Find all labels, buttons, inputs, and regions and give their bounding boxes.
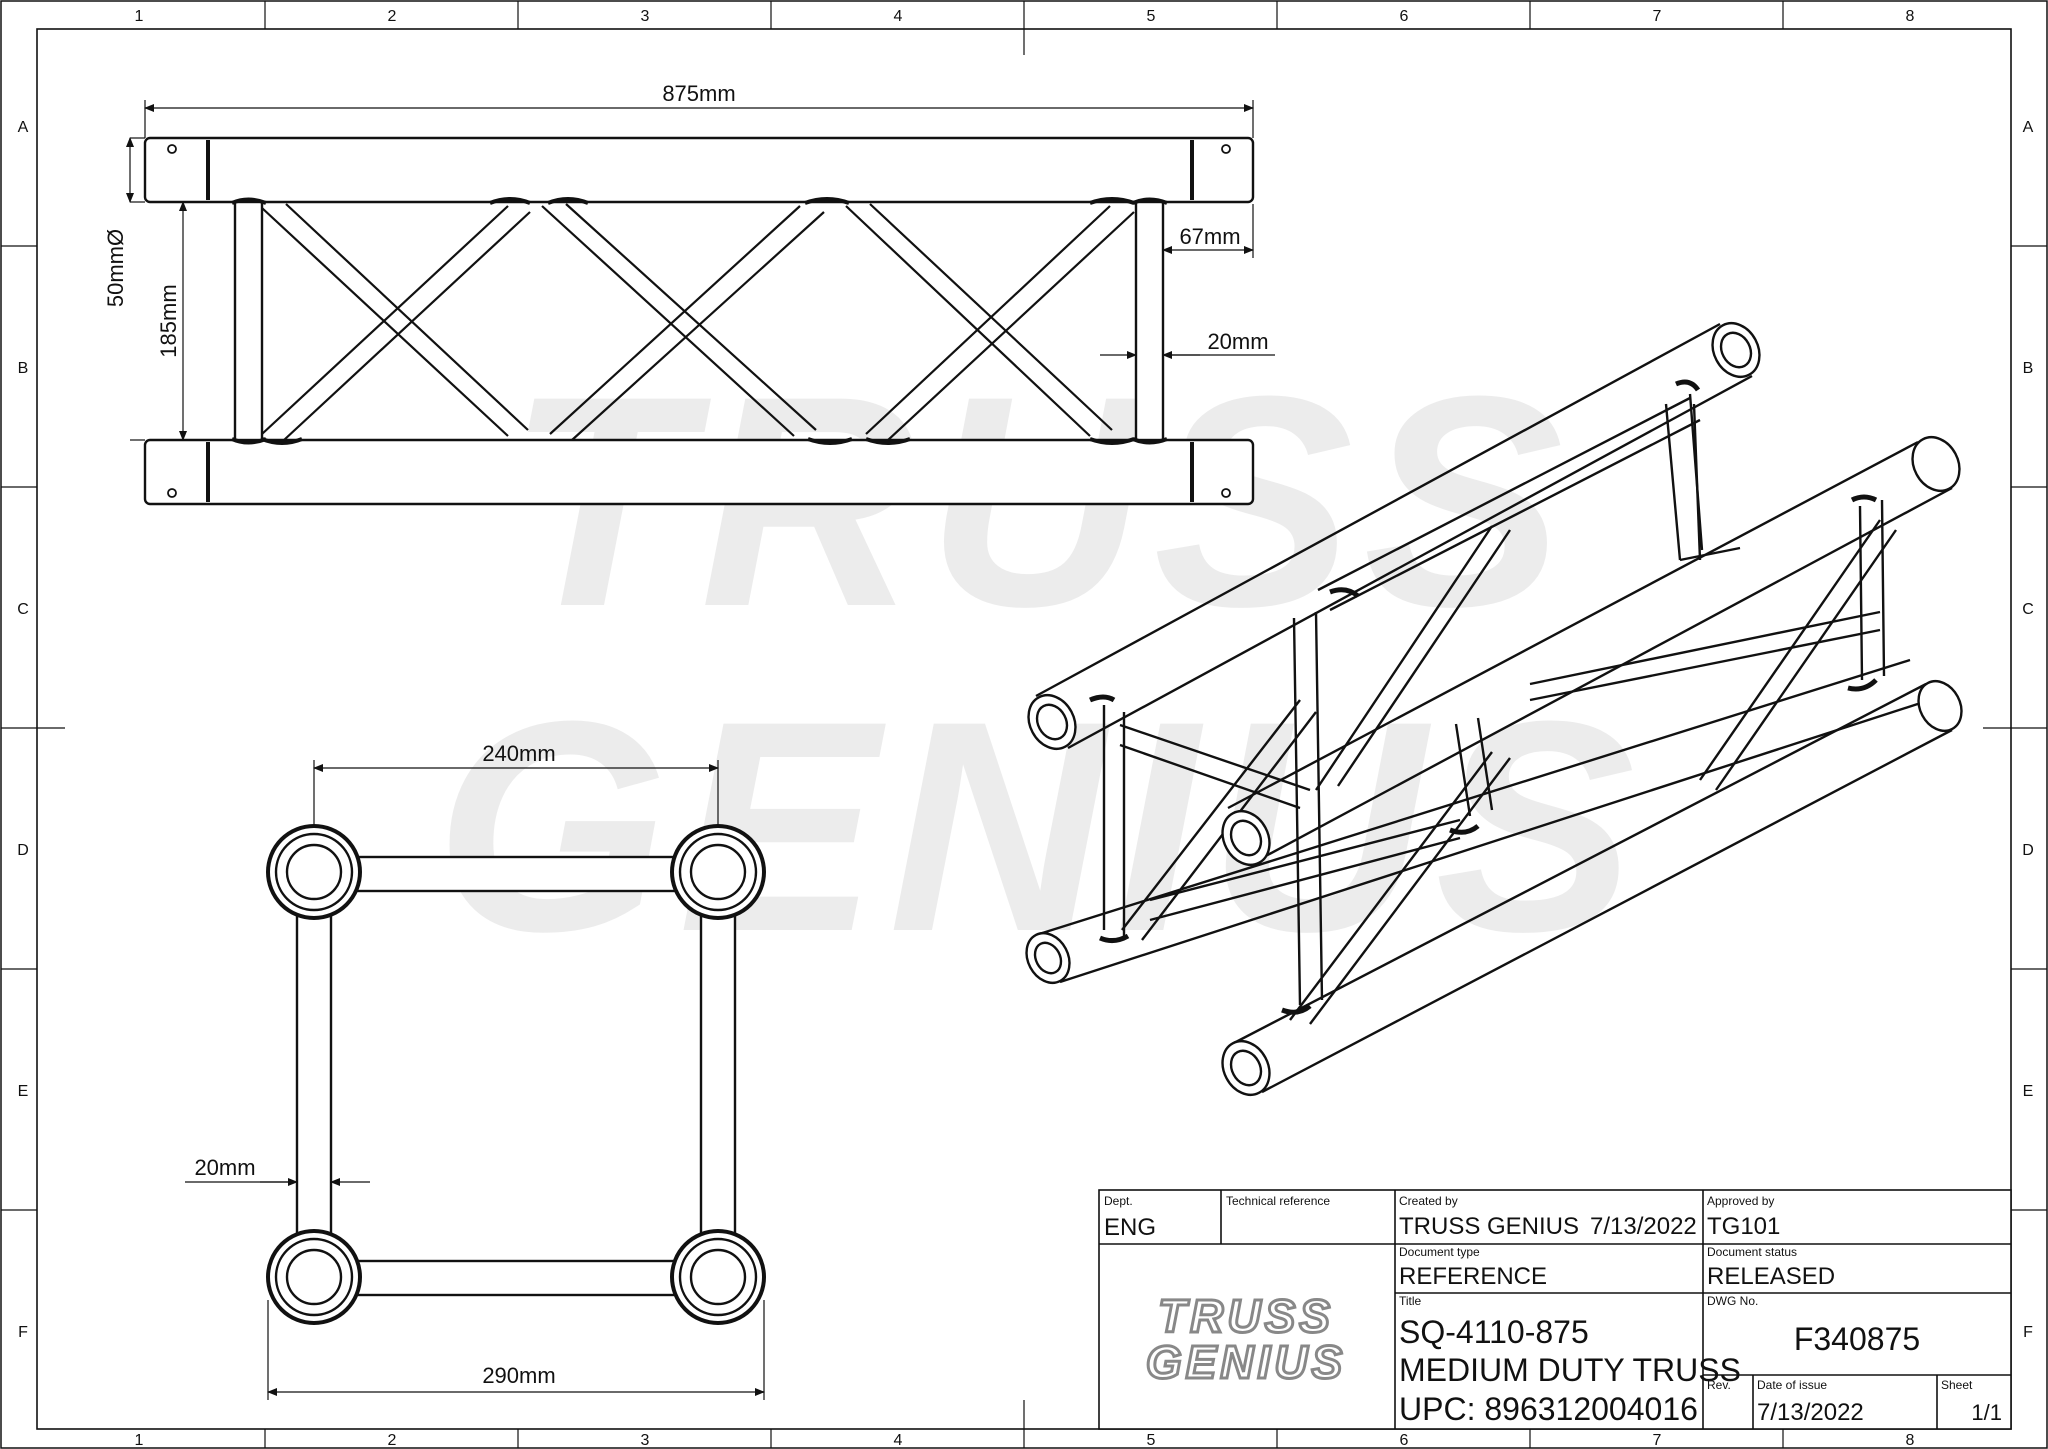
logo-line1: TRUSS xyxy=(1158,1290,1334,1342)
col-label: 7 xyxy=(1653,8,1662,25)
tech-ref-label: Technical reference xyxy=(1226,1194,1330,1208)
rev-label: Rev. xyxy=(1707,1378,1731,1392)
end-offset-label: 67mm xyxy=(1179,224,1240,249)
title-line3: UPC: 896312004016 xyxy=(1399,1391,1698,1427)
chord-spacing-label: 185mm xyxy=(156,284,181,357)
col-label: 8 xyxy=(1906,1432,1915,1449)
watermark: TRUSS GENIUS xyxy=(435,333,1635,994)
col-label: 2 xyxy=(388,1432,397,1449)
col-label: 8 xyxy=(1906,8,1915,25)
brace-section-label: 20mm xyxy=(194,1155,255,1180)
tube-diameter-label: 50mmØ xyxy=(103,229,128,307)
title-block-text: Dept. ENG Technical reference Created by… xyxy=(1104,1194,2002,1427)
col-label: 3 xyxy=(641,8,650,25)
row-label: D xyxy=(2022,842,2034,859)
section-view xyxy=(266,824,766,1325)
col-label: 6 xyxy=(1400,1432,1409,1449)
created-by-label: Created by xyxy=(1399,1194,1458,1208)
created-by-value: TRUSS GENIUS xyxy=(1399,1213,1579,1240)
truss-genius-logo: TRUSS GENIUS xyxy=(1144,1289,1346,1390)
section-inner-label: 240mm xyxy=(482,741,555,766)
isometric-view xyxy=(1025,322,1963,1096)
section-outer-label: 290mm xyxy=(482,1363,555,1388)
doc-status-label: Document status xyxy=(1707,1245,1797,1259)
title-label: Title xyxy=(1399,1294,1422,1308)
brace-top-label: 20mm xyxy=(1207,329,1268,354)
section-view-dimensions xyxy=(185,760,765,1400)
side-view xyxy=(143,136,1255,506)
row-label: A xyxy=(18,119,29,136)
approved-by-value: TG101 xyxy=(1707,1213,1780,1240)
dept-label: Dept. xyxy=(1104,1194,1133,1208)
sheet-label: Sheet xyxy=(1941,1378,1973,1392)
row-label: A xyxy=(2023,119,2034,136)
col-label: 6 xyxy=(1400,8,1409,25)
col-label: 3 xyxy=(641,1432,650,1449)
date-value: 7/13/2022 xyxy=(1757,1399,1864,1426)
title-block xyxy=(1098,1189,2012,1430)
doc-type-label: Document type xyxy=(1399,1245,1480,1259)
row-label: B xyxy=(18,360,29,377)
col-label: 5 xyxy=(1147,1432,1156,1449)
row-label: C xyxy=(2022,601,2034,618)
approved-by-label: Approved by xyxy=(1707,1194,1774,1208)
overall-length-label: 875mm xyxy=(662,81,735,106)
col-label: 1 xyxy=(135,8,144,25)
col-label: 1 xyxy=(135,1432,144,1449)
zone-labels: 1 2 3 4 5 6 7 8 1 2 3 4 5 6 7 8 A B C D … xyxy=(17,8,2034,1449)
logo-line2: GENIUS xyxy=(1146,1336,1346,1388)
date-label: Date of issue xyxy=(1757,1378,1827,1392)
side-view-dimensions xyxy=(126,100,1275,441)
row-label: F xyxy=(18,1324,28,1341)
created-date-value: 7/13/2022 xyxy=(1590,1213,1697,1240)
sheet-value: 1/1 xyxy=(1971,1400,2002,1425)
title-line1: SQ-4110-875 xyxy=(1399,1314,1589,1350)
col-label: 4 xyxy=(894,8,903,25)
row-label: C xyxy=(17,601,29,618)
row-label: B xyxy=(2023,360,2034,377)
side-view-dimension-labels: 875mm 50mmØ 185mm 67mm 20mm xyxy=(103,81,1269,358)
row-label: E xyxy=(18,1083,29,1100)
row-label: D xyxy=(17,842,29,859)
title-line2: MEDIUM DUTY TRUSS xyxy=(1399,1352,1741,1388)
section-view-dimension-labels: 240mm 290mm 20mm xyxy=(194,741,555,1388)
col-label: 7 xyxy=(1653,1432,1662,1449)
col-label: 2 xyxy=(388,8,397,25)
col-label: 4 xyxy=(894,1432,903,1449)
row-label: E xyxy=(2023,1083,2034,1100)
doc-type-value: REFERENCE xyxy=(1399,1263,1547,1290)
col-label: 5 xyxy=(1147,8,1156,25)
row-label: F xyxy=(2023,1324,2033,1341)
dwg-no-label: DWG No. xyxy=(1707,1294,1758,1308)
doc-status-value: RELEASED xyxy=(1707,1263,1835,1290)
dwg-no-value: F340875 xyxy=(1794,1321,1920,1357)
dept-value: ENG xyxy=(1104,1214,1156,1241)
